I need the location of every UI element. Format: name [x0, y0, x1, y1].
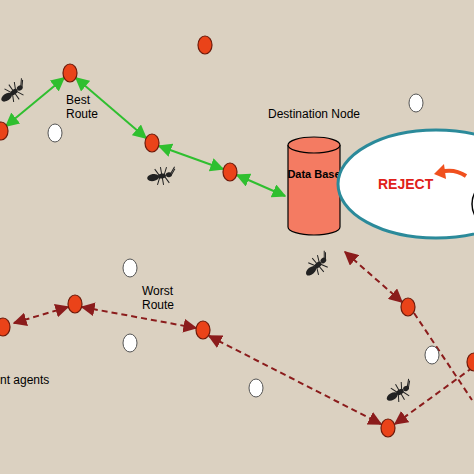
- agents-label: nt agents: [0, 373, 90, 387]
- best-route-path: [6, 78, 285, 196]
- reject-callout: REJECT: [336, 128, 474, 240]
- cylinder-outline: [287, 137, 341, 235]
- worst-route-path: [14, 252, 472, 424]
- route-label: Best Route: [66, 93, 106, 121]
- node-heading: Destination Node: [267, 107, 361, 121]
- reject-text: REJECT: [378, 176, 448, 192]
- database-cylinder: Destination NodeData Base: [287, 137, 341, 235]
- node-label: Data Base: [287, 167, 341, 181]
- route-label: Worst Route: [142, 284, 186, 312]
- ant-agents: [0, 77, 417, 408]
